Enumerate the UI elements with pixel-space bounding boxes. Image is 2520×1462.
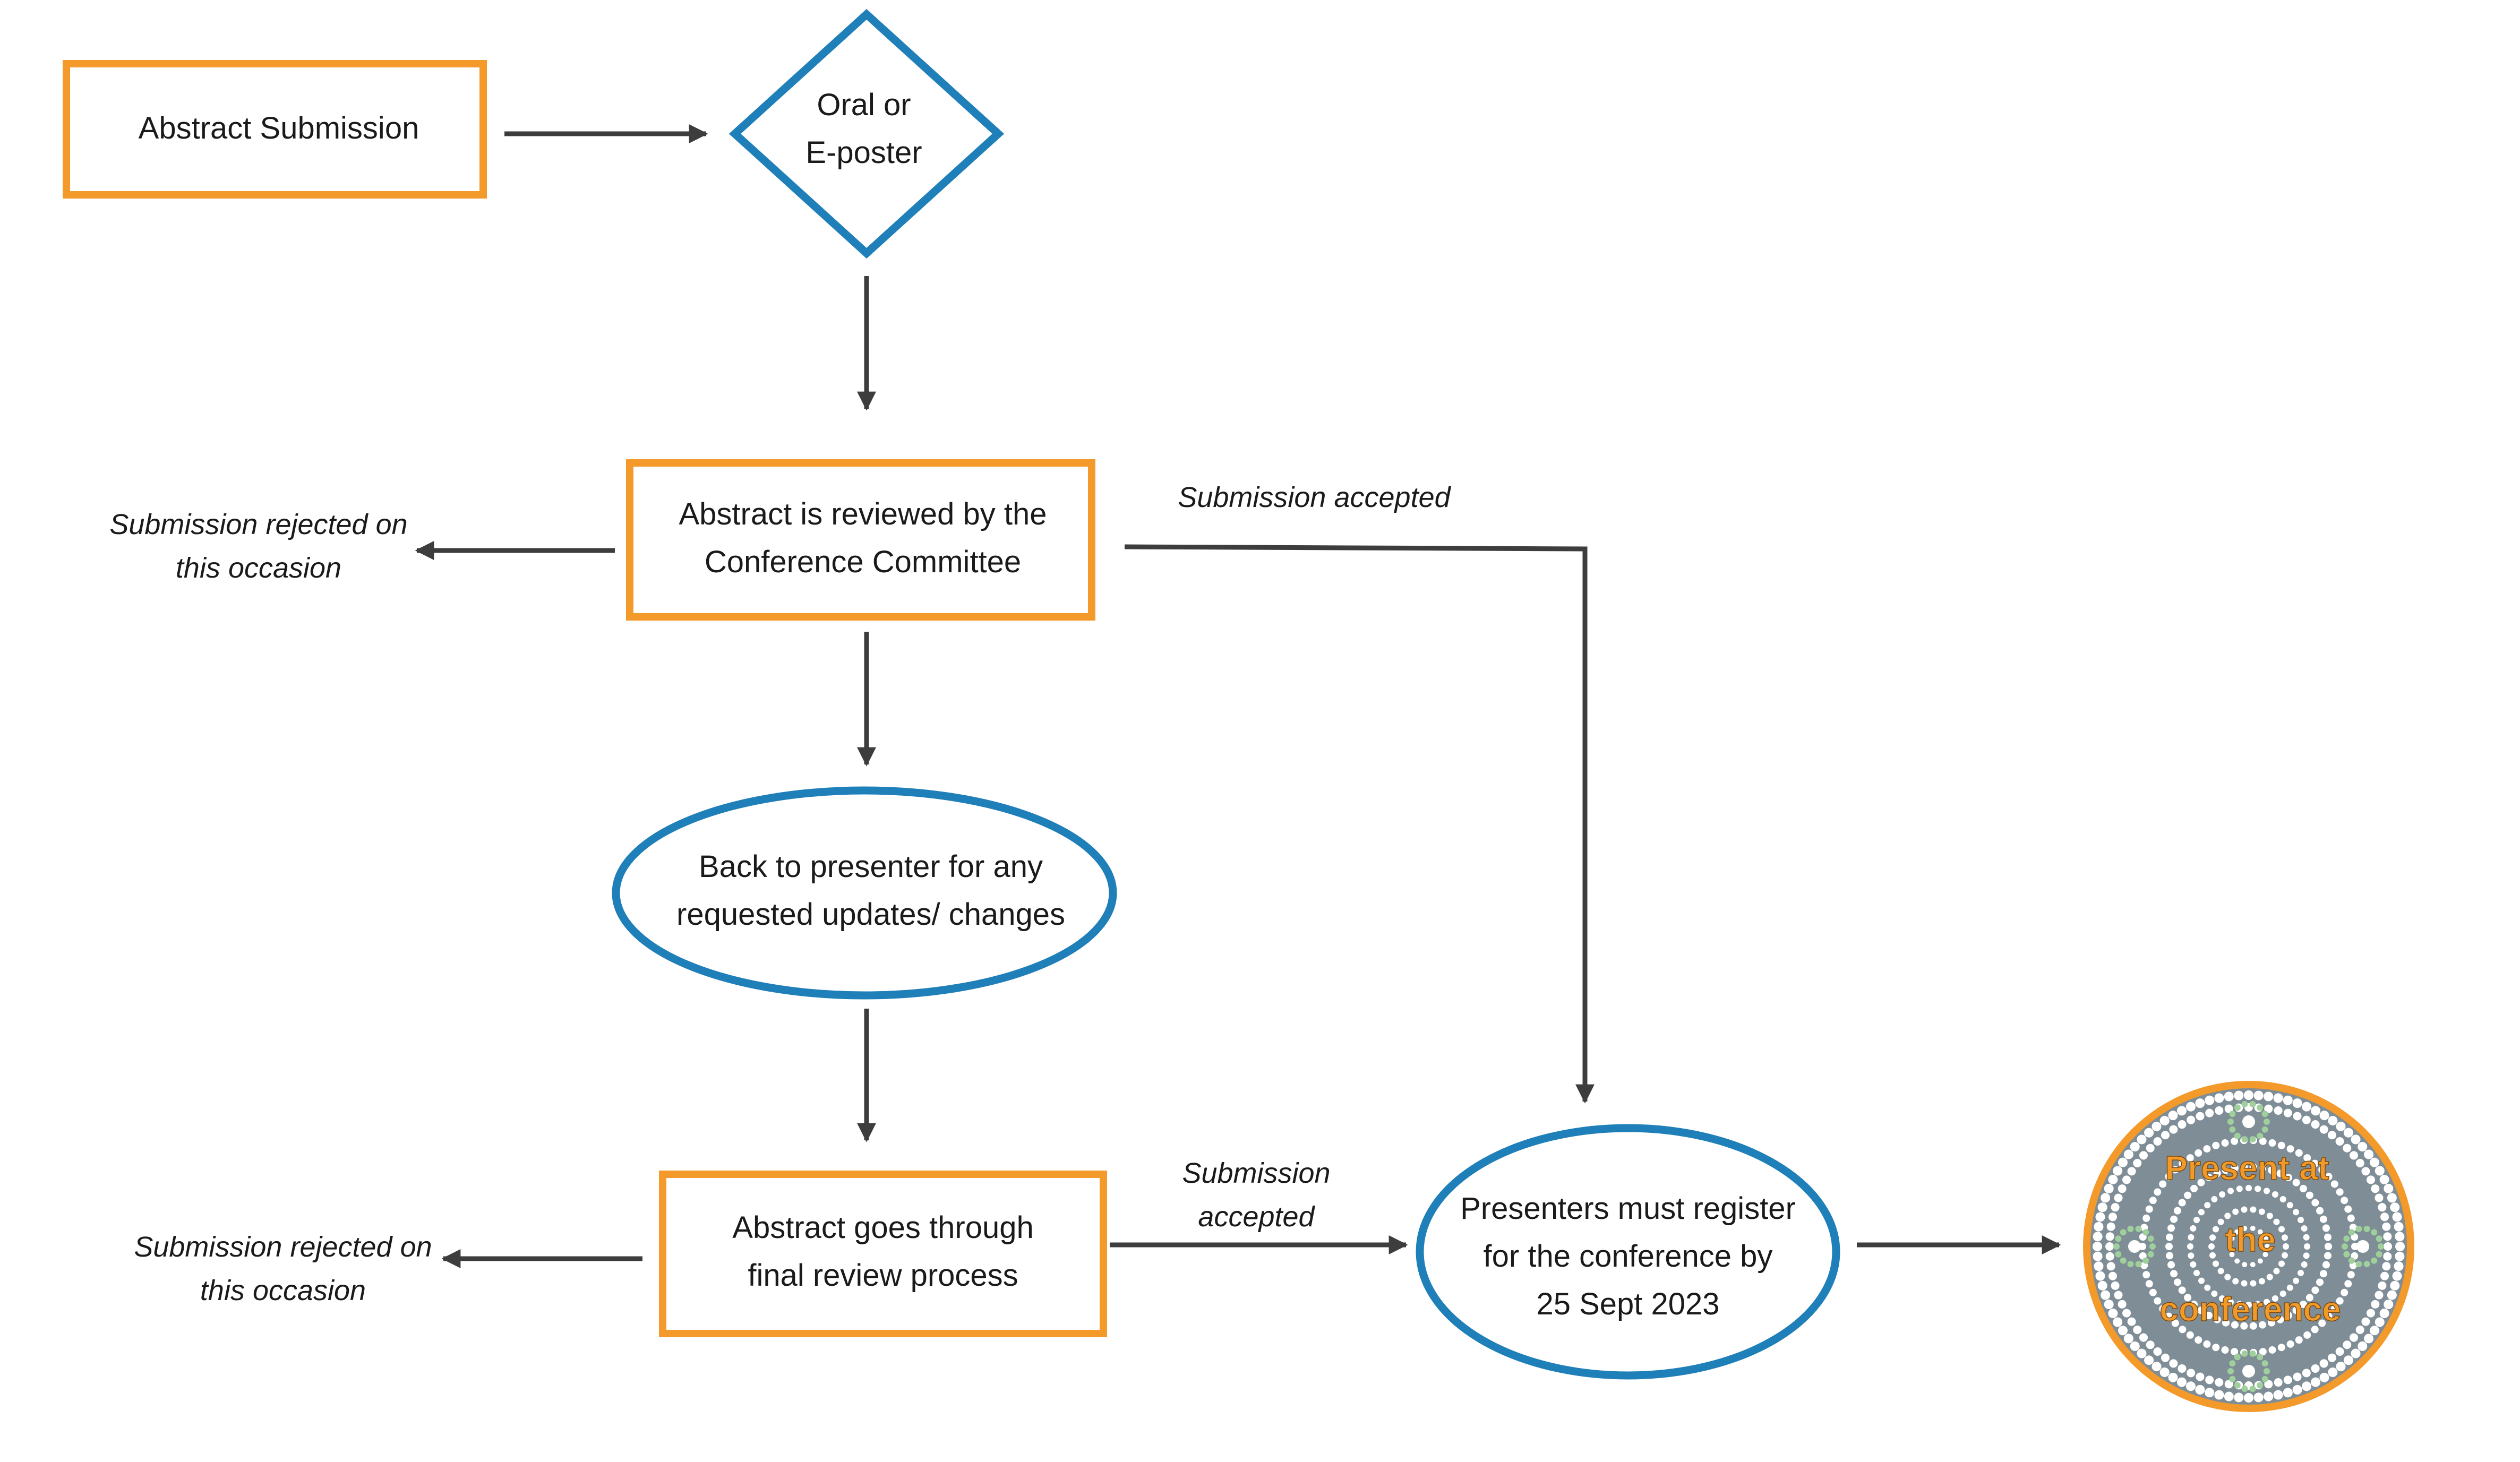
present-at-conference-medallion: Present at the conference	[2083, 1081, 2414, 1412]
dot-art-pattern	[2093, 1090, 2405, 1403]
present-line-2: the	[2225, 1220, 2276, 1259]
arrow-review-to-register	[1124, 544, 1595, 1104]
present-line-1: Present at	[2165, 1149, 2329, 1187]
review-line-1: Abstract is reviewed by the	[679, 497, 1047, 531]
back-line-2: requested updates/ changes	[676, 897, 1065, 932]
final-line-1: Abstract goes through	[732, 1210, 1033, 1245]
register-ellipse: Presenters must register for the confere…	[1416, 1124, 1840, 1380]
review-line-2: Conference Committee	[705, 545, 1021, 579]
label-submission-accepted-top: Submission accepted	[1178, 481, 1451, 513]
back-line-1: Back to presenter for any	[699, 849, 1043, 884]
label-rejected-top-line-1: Submission rejected on	[109, 509, 407, 540]
label-accepted-bottom-line-2: accepted	[1198, 1201, 1315, 1233]
abstract-submission-label: Abstract Submission	[139, 111, 419, 145]
present-line-3: conference	[2159, 1290, 2341, 1328]
register-line-1: Presenters must register	[1460, 1191, 1796, 1226]
label-rejected-top-line-2: this occasion	[176, 552, 341, 584]
label-rejected-bottom-line-2: this occasion	[200, 1275, 366, 1306]
decision-line-1: Oral or	[817, 88, 911, 122]
abstract-submission-box: Abstract Submission	[63, 60, 487, 199]
final-review-box: Abstract goes through final review proce…	[659, 1171, 1107, 1337]
register-line-2: for the conference by	[1484, 1239, 1773, 1274]
label-accepted-bottom-line-1: Submission	[1182, 1157, 1330, 1189]
final-line-2: final review process	[748, 1258, 1018, 1293]
decision-line-2: E-poster	[805, 135, 922, 170]
review-box: Abstract is reviewed by the Conference C…	[626, 459, 1095, 621]
back-to-presenter-ellipse: Back to presenter for any requested upda…	[612, 786, 1117, 1000]
label-rejected-bottom-line-1: Submission rejected on	[134, 1231, 432, 1263]
register-line-3: 25 Sept 2023	[1536, 1287, 1719, 1321]
oral-or-eposter-decision: Oral or E-poster	[728, 8, 1005, 259]
